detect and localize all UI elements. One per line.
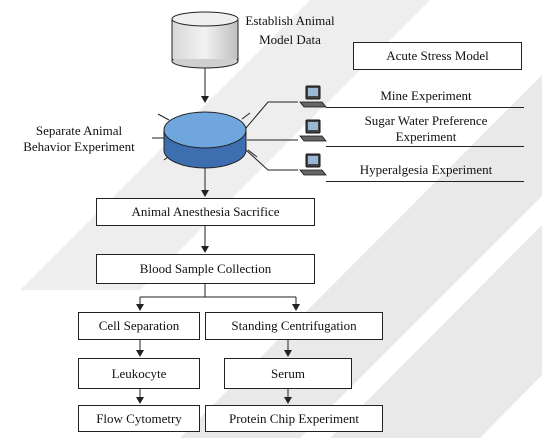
- protein-chip-box: Protein Chip Experiment: [205, 405, 383, 432]
- leukocyte-box: Leukocyte: [78, 358, 200, 389]
- hyperalgesia-label: Hyperalgesia Experiment: [359, 162, 493, 177]
- serum-box: Serum: [224, 358, 352, 389]
- disc-to-experiments: [245, 101, 298, 171]
- computer-icon: [299, 85, 327, 108]
- mine-experiment-underline: [326, 107, 524, 108]
- database-label-line2: Model Data: [259, 32, 321, 47]
- sugar-water-line1: Sugar Water Preference: [364, 113, 488, 128]
- standing-centrifugation-box: Standing Centrifugation: [205, 312, 383, 340]
- sugar-water-line2: Experiment: [395, 129, 457, 144]
- database-icon: [171, 11, 239, 69]
- blood-sample-box: Blood Sample Collection: [96, 254, 315, 284]
- disc-label-line2: Behavior Experiment: [23, 139, 135, 154]
- disc-label-line1: Separate Animal: [35, 123, 123, 138]
- database-label: Establish Animal Model Data: [244, 13, 336, 48]
- computer-icon: [299, 153, 327, 176]
- flow-cytometry-box: Flow Cytometry: [78, 405, 200, 432]
- disc-label: Separate Animal Behavior Experiment: [0, 123, 158, 155]
- disc-icon: [163, 111, 247, 169]
- sugar-water-label: Sugar Water Preference Experiment: [330, 113, 522, 145]
- acute-stress-model-box: Acute Stress Model: [353, 42, 522, 70]
- mine-experiment-label: Mine Experiment: [380, 88, 472, 103]
- database-label-line1: Establish Animal: [245, 13, 335, 28]
- sugar-water-underline: [326, 146, 524, 147]
- hyperalgesia-underline: [326, 181, 524, 182]
- arrow-blood-split: [136, 284, 300, 311]
- anesthesia-sacrifice-box: Animal Anesthesia Sacrifice: [96, 198, 315, 226]
- cell-separation-box: Cell Separation: [78, 312, 200, 340]
- computer-icon: [299, 119, 327, 142]
